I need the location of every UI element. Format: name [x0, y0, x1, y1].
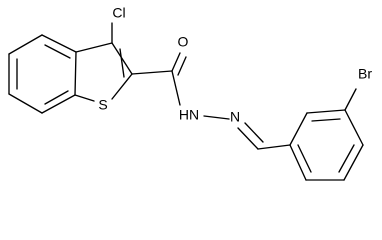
bond — [203, 115, 230, 120]
bond — [75, 42, 113, 53]
bond — [344, 88, 357, 111]
bond — [237, 127, 259, 150]
bond — [171, 70, 181, 106]
bromine-atom-label: Br — [358, 66, 372, 82]
bond — [344, 109, 364, 146]
bond-lines — [8, 22, 364, 181]
sulfur-atom-label: S — [98, 97, 107, 113]
bond — [111, 73, 133, 100]
oxygen-atom-label: O — [178, 34, 189, 50]
bond — [8, 34, 43, 55]
bond — [311, 118, 341, 122]
bond — [306, 109, 346, 114]
hydrazide-nh-atom-label: HN — [179, 107, 199, 123]
bond — [41, 94, 76, 114]
atom-labels: Cl S O HN N Br — [98, 5, 372, 125]
bond — [44, 44, 71, 59]
bond — [8, 93, 43, 114]
chemical-structure-diagram: Cl S O HN N Br — [8, 5, 372, 181]
bond — [41, 34, 77, 53]
bond — [289, 144, 307, 181]
bond — [44, 90, 69, 105]
bond — [119, 48, 125, 78]
bond — [74, 51, 77, 96]
chlorine-atom-label: Cl — [112, 5, 125, 21]
bond — [257, 144, 291, 150]
bond — [177, 56, 187, 76]
bond — [74, 94, 95, 102]
bond — [338, 144, 355, 173]
bond — [131, 70, 173, 75]
bond — [343, 144, 364, 181]
bond — [171, 52, 181, 72]
bond — [289, 112, 308, 146]
bond — [244, 122, 264, 143]
imine-nitrogen-atom-label: N — [230, 109, 240, 125]
bond — [297, 144, 312, 173]
